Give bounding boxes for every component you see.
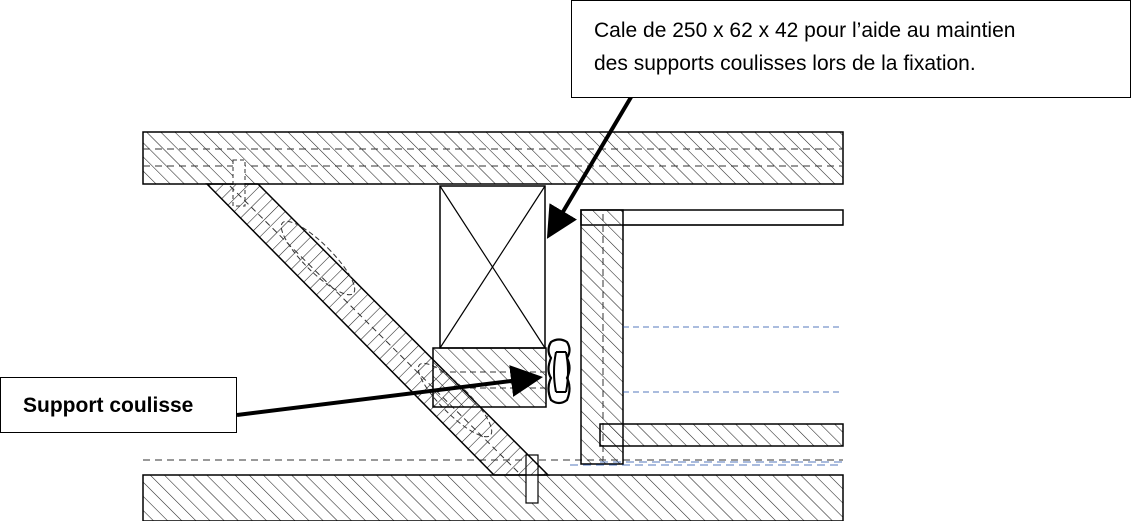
support-leader-arrow bbox=[236, 365, 543, 417]
support-coulisse-callout-box: Support coulisse bbox=[0, 377, 237, 433]
support-coulisse-profile bbox=[547, 338, 571, 405]
cale-leader-arrow bbox=[546, 80, 642, 239]
support-coulisse-label: Support coulisse bbox=[23, 394, 194, 417]
top-beam bbox=[142, 131, 844, 207]
cale-callout-line2: des supports coulisses lors de la fixati… bbox=[594, 52, 976, 75]
cale-block bbox=[432, 185, 547, 408]
cale-callout-box: Cale de 250 x 62 x 42 pour l’aide au mai… bbox=[571, 0, 1131, 98]
right-frame bbox=[570, 209, 844, 466]
cale-callout-line1: Cale de 250 x 62 x 42 pour l’aide au mai… bbox=[594, 19, 1016, 42]
